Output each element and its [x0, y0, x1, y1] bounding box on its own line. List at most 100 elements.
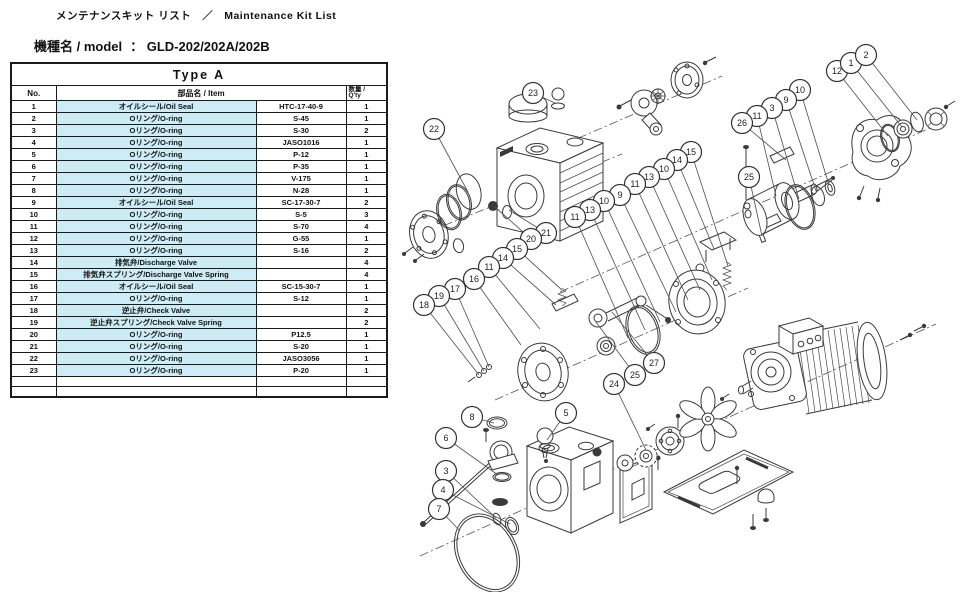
cell-part: HTC-17-40-9	[255, 100, 347, 113]
cell-part: S-5	[255, 208, 347, 221]
cell-part	[255, 304, 347, 317]
balloon-number: 11	[752, 111, 761, 121]
cell-qty: 2	[345, 244, 388, 257]
balloon-number: 12	[832, 66, 842, 76]
cell-no: 6	[10, 160, 57, 173]
drain-plug	[488, 201, 498, 211]
balloon-number: 11	[484, 262, 493, 272]
cell-qty: 1	[345, 352, 388, 365]
cell-part: P-20	[255, 364, 347, 377]
cell-qty: 1	[345, 148, 388, 161]
balloon-number: 4	[440, 485, 445, 495]
o-ring-20	[502, 205, 512, 219]
balloon-7	[427, 497, 451, 521]
cell-name: Oリング/O-ring	[55, 340, 257, 353]
col-header-qty: 数量 /Q'ty	[345, 85, 388, 101]
leader-line	[676, 159, 715, 250]
balloon-number: 6	[443, 433, 448, 443]
rotor-group	[742, 146, 836, 244]
leader-line	[613, 383, 647, 451]
cell-name: 排気弁スプリング/Discharge Valve Spring	[55, 268, 257, 281]
balloon-number: 15	[686, 147, 696, 157]
cell-name: Oリング/O-ring	[55, 244, 257, 257]
empty-table-row	[10, 376, 388, 387]
cell-qty: 1	[345, 100, 388, 113]
cell-part: SC-15-30-7	[255, 280, 347, 293]
balloon-layer: 2322121210931126251514101311910131121201…	[412, 43, 878, 521]
cell-qty: 1	[345, 160, 388, 173]
cell-no: 12	[10, 232, 57, 245]
cell-part: P-35	[255, 160, 347, 173]
cell-part: P-12	[255, 148, 347, 161]
cell-part	[255, 268, 347, 281]
bearing	[596, 336, 616, 356]
cell-name: Oリング/O-ring	[55, 364, 257, 377]
cell-name: Oリング/O-ring	[55, 232, 257, 245]
cell-name: オイルシール/Oil Seal	[55, 196, 257, 209]
leader-line	[850, 62, 903, 128]
balloon-26	[730, 111, 754, 135]
balloon-22	[422, 117, 446, 141]
cover-screws	[402, 246, 425, 263]
leader-line	[648, 176, 701, 291]
cell-qty: 2	[345, 304, 388, 317]
oil-seal	[924, 107, 948, 131]
cell-qty: 1	[345, 112, 388, 125]
cell-name: Oリング/O-ring	[55, 148, 257, 161]
balloon-11	[623, 172, 647, 196]
balloon-number: 16	[469, 274, 479, 284]
cell-name: 逆止弁/Check Valve	[55, 304, 257, 317]
cell-part: S-16	[255, 244, 347, 257]
balloon-number: 13	[644, 172, 654, 182]
balloon-number: 9	[617, 190, 622, 200]
leader-line	[502, 257, 557, 306]
balloon-11	[563, 205, 587, 229]
cell-qty: 2	[345, 196, 388, 209]
cell-qty: 4	[345, 256, 388, 269]
balloon-25	[737, 165, 761, 189]
balloon-11	[477, 255, 501, 279]
leader-line	[785, 99, 817, 192]
cell-no: 20	[10, 328, 57, 341]
oil-fittings-group	[453, 416, 554, 592]
cell-no: 23	[10, 364, 57, 377]
leader-line	[423, 304, 480, 376]
cell-no: 7	[10, 172, 57, 185]
cell-name: Oリング/O-ring	[55, 160, 257, 173]
cell-no: 5	[10, 148, 57, 161]
balloon-number: 25	[744, 172, 754, 182]
gasket-22	[455, 173, 482, 210]
o-ring-4	[504, 516, 520, 536]
cell-name: 逆止弁スプリング/Check Valve Spring	[55, 316, 257, 329]
cell-no: 11	[10, 220, 57, 233]
empty-table-row	[10, 386, 388, 398]
balloon-number: 9	[783, 95, 788, 105]
balloon-27	[642, 351, 666, 375]
empty-cell	[55, 386, 257, 398]
balloon-number: 3	[769, 103, 774, 113]
cell-qty: 4	[345, 220, 388, 233]
cell-name: Oリング/O-ring	[55, 352, 257, 365]
balloon-number: 22	[429, 124, 439, 134]
leader-line	[836, 70, 889, 137]
cell-no: 22	[10, 352, 57, 365]
leader-line	[603, 200, 661, 323]
cell-no: 16	[10, 280, 57, 293]
cell-part: N-28	[255, 184, 347, 197]
filler-plug	[551, 87, 565, 101]
cell-no: 1	[10, 100, 57, 113]
exploded-diagram: 2322121210931126251514101311910131121201…	[402, 43, 956, 592]
balloon-18	[412, 293, 436, 317]
cell-part: G-55	[255, 232, 347, 245]
motor	[738, 317, 927, 415]
cell-name: Oリング/O-ring	[55, 292, 257, 305]
cell-no: 10	[10, 208, 57, 221]
